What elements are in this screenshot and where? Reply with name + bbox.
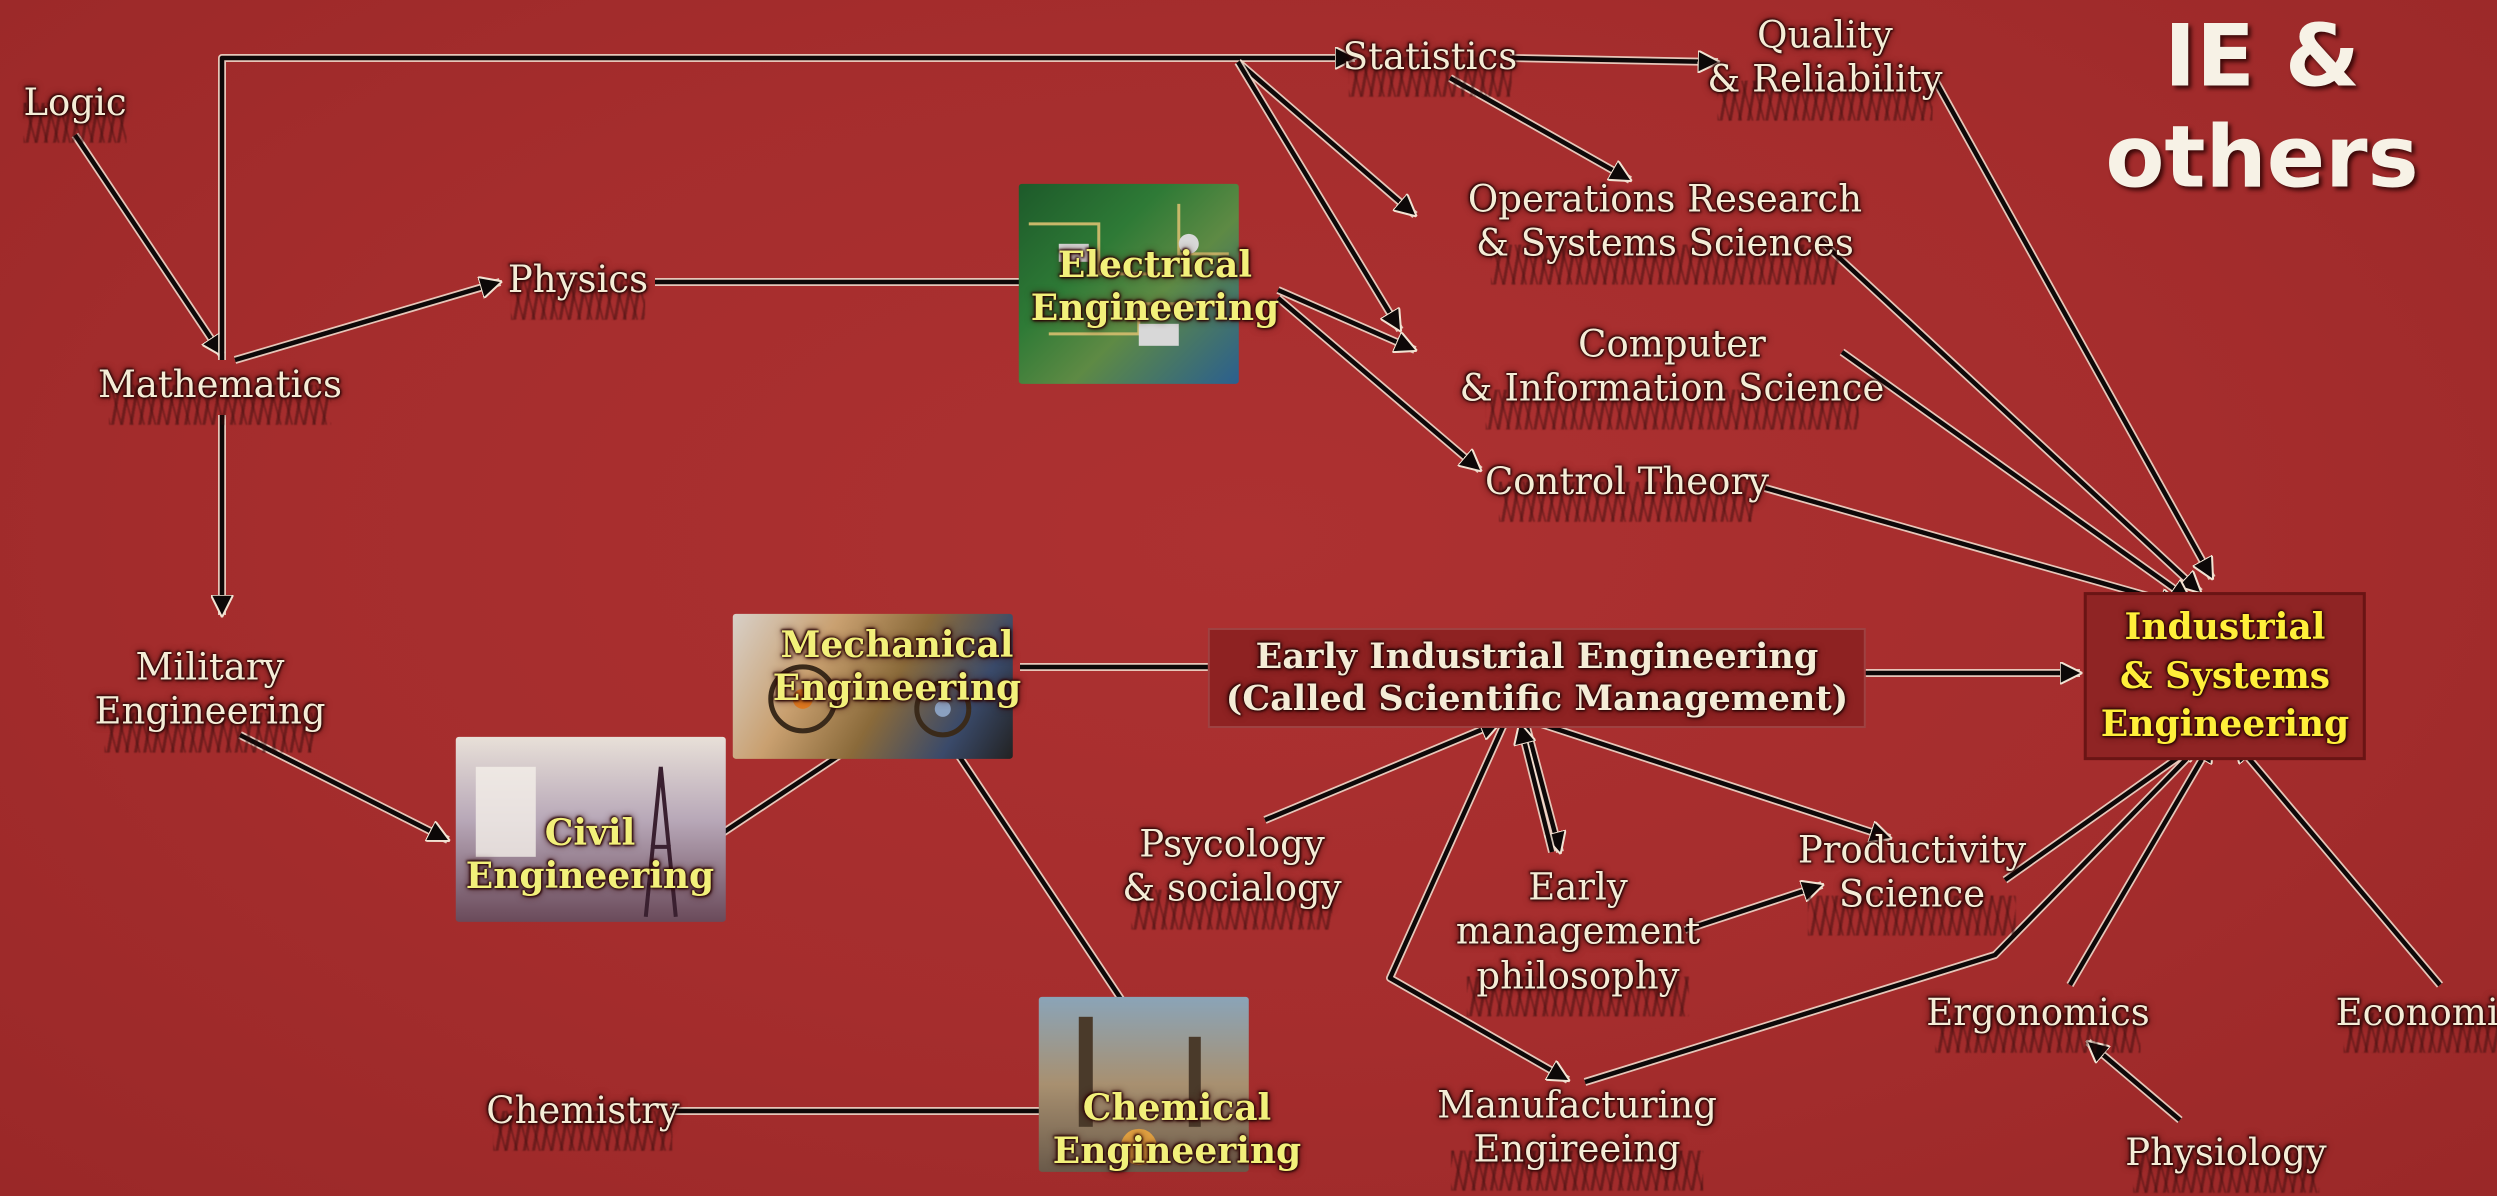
node-label: Mechanical — [780, 623, 1014, 666]
node-label: philosophy — [1476, 954, 1680, 998]
arrow-economics-to-ise — [2235, 742, 2442, 987]
node-quality-reliability: Quality& Reliability — [1697, 10, 1952, 121]
arrow-early-ie-to-manufacturing — [1387, 721, 1568, 1080]
node-label: Operations Research — [1467, 177, 1863, 221]
arrow-control-theory-to-ise — [1764, 485, 2180, 605]
node-label: Manufacturing — [1437, 1083, 1717, 1127]
node-label: Quality — [1757, 13, 1893, 57]
arrow-computer-science-to-ise — [1840, 350, 2190, 600]
node-logic: Logic — [13, 77, 136, 144]
node-label: Engineering — [1030, 287, 1280, 329]
arrow-statistics-to-operations-research — [1448, 76, 1630, 180]
node-physics: Physics — [498, 254, 658, 321]
circuit-traces-icon — [1028, 203, 1229, 346]
node-label: & Reliability — [1707, 58, 1943, 101]
node-label: Physics — [507, 257, 649, 301]
arrow-statistics-to-computer-science — [1236, 60, 1415, 215]
node-ergonomics: Ergonomics — [1916, 987, 2159, 1054]
node-early-industrial-engineering: Early Industrial Engineering(Called Scie… — [1207, 628, 1867, 728]
arrow-electrical-to-computer-science — [1277, 287, 1415, 350]
node-label: Psycology — [1139, 822, 1325, 866]
arrow-psychology-to-early-ie — [1264, 722, 1500, 823]
refinery-image — [1038, 996, 1249, 1172]
arrow-military-to-civil — [238, 732, 448, 840]
node-label: Engineering — [465, 855, 715, 897]
node-label: Chemistry — [486, 1088, 680, 1132]
node-label: Mathematics — [97, 362, 343, 406]
node-label: & socialogy — [1122, 867, 1342, 910]
node-label: Economics — [2335, 990, 2497, 1034]
arrow-manufacturing-to-ise — [1584, 740, 2205, 1085]
node-label: Engineering — [1052, 1130, 1302, 1172]
arrow-physiology-to-ergonomics — [2088, 1042, 2182, 1122]
node-label: Electrical — [1057, 243, 1253, 286]
node-economics: Economics — [2326, 987, 2497, 1054]
node-label: (Called Scientific Management) — [1225, 678, 1849, 719]
arrow-early-mgmt-to-early-ie — [1520, 724, 1555, 853]
gears-icon — [768, 664, 972, 738]
node-label: Ergonomics — [1926, 990, 2150, 1034]
node-statistics: Statistics — [1333, 31, 1527, 98]
arrow-productivity-to-ise — [2003, 742, 2200, 882]
arrow-early-ie-to-productivity — [1534, 719, 1890, 838]
node-label: Civil — [544, 811, 636, 854]
node-label: & Systems — [2119, 654, 2331, 697]
arrow-statistics-to-computer-science-2 — [1236, 60, 1400, 330]
machinery-image — [732, 613, 1013, 759]
node-chemistry: Chemistry — [476, 1085, 689, 1152]
arrow-operations-research-to-ise — [1818, 238, 2200, 592]
node-operations-research: Operations Research& Systems Sciences — [1458, 174, 1872, 285]
node-label: Early — [1528, 865, 1628, 909]
node-label: management — [1455, 909, 1701, 953]
node-label: Productivity — [1797, 828, 2027, 872]
arrow-early-mgmt-to-productivity — [1684, 885, 1822, 933]
arrow-quality-to-ise — [1933, 78, 2212, 578]
arrow-early-ie-to-early-mgmt — [1522, 719, 1560, 852]
arrow-mathematics-to-physics — [234, 282, 500, 363]
arrow-electrical-to-control-theory — [1276, 296, 1480, 470]
node-label: Logic — [23, 80, 127, 124]
node-label: & Information Science — [1459, 367, 1885, 410]
eiffel-tower-image — [455, 736, 726, 922]
node-psychology-sociology: Psycology& socialogy — [1112, 819, 1351, 930]
arrow-mathematics-to-statistics — [219, 58, 1355, 360]
node-label: Science — [1838, 873, 1986, 916]
node-label: Early Industrial Engineering — [1255, 636, 1819, 677]
node-label: Engineering — [94, 690, 326, 733]
title-line-1: IE & — [2164, 6, 2360, 107]
node-label: Control Theory — [1484, 459, 1770, 503]
node-label: Statistics — [1342, 34, 1518, 78]
arrow-ergonomics-to-ise — [2068, 742, 2212, 987]
node-label: Military — [135, 645, 285, 689]
node-label: Engireeing — [1473, 1128, 1681, 1171]
refinery-icon — [1078, 1016, 1201, 1165]
title-line-2: others — [2105, 108, 2419, 208]
node-physiology: Physiology — [2115, 1127, 2336, 1194]
node-computer-information-science: Computer& Information Science — [1450, 319, 1895, 430]
node-label: Computer — [1578, 322, 1766, 366]
node-label: Physiology — [2125, 1130, 2327, 1174]
arrow-statistics-to-quality — [1509, 58, 1718, 62]
tower-icon — [475, 766, 678, 918]
diagram-title: IE & others — [2105, 7, 2418, 210]
node-label: Engineering — [772, 667, 1022, 709]
node-label: Chemical — [1082, 1086, 1272, 1129]
node-label: Industrial — [2124, 606, 2326, 649]
node-label: Engineering — [2100, 703, 2350, 746]
node-label: & Systems Sciences — [1476, 222, 1854, 265]
node-mathematics: Mathematics — [88, 359, 352, 426]
node-control-theory: Control Theory — [1475, 456, 1779, 523]
arrow-logic-to-mathematics — [73, 133, 222, 355]
